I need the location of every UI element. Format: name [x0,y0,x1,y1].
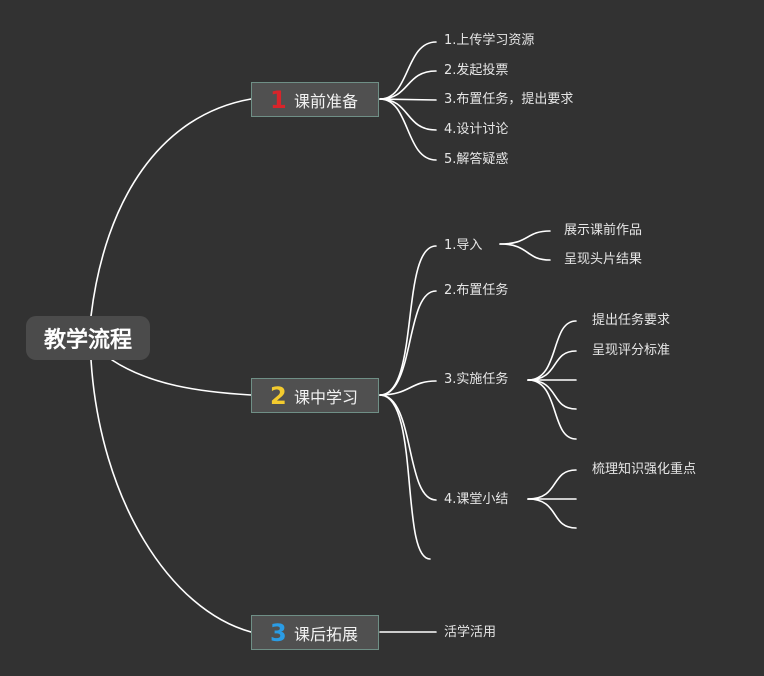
leaf-node[interactable]: 4.课堂小结 [444,492,509,507]
leaf-node[interactable]: 活学活用 [444,625,497,640]
branch-number-1: 1 [270,85,287,114]
sub-leaf-node[interactable]: 梳理知识强化重点 [592,462,697,477]
branch-node-2[interactable]: 2 课中学习 [251,378,379,413]
leaf-node[interactable]: 5.解答疑惑 [444,152,509,167]
leaf-node[interactable]: 2.发起投票 [444,63,509,78]
root-label: 教学流程 [43,328,132,353]
branch-label-3: 课后拓展 [294,624,359,644]
connector-root-branch3 [90,359,252,633]
leaf-node[interactable]: 3.实施任务 [444,372,509,387]
sub-leaf-node[interactable]: 展示课前作品 [564,223,643,238]
branch-node-3[interactable]: 3 课后拓展 [251,615,379,650]
sub-leaf-node[interactable]: 提出任务要求 [592,313,671,328]
branch-label-1: 课前准备 [294,91,359,111]
leaf-node[interactable]: 1.上传学习资源 [444,33,535,48]
sub-leaf-node[interactable]: 呈现头片结果 [564,252,643,267]
leaf-node[interactable]: 2.布置任务 [444,283,509,298]
branch-number-3: 3 [270,618,287,647]
branch-node-1[interactable]: 1 课前准备 [251,82,379,117]
leaf-node[interactable]: 4.设计讨论 [444,122,509,137]
branch-number-2: 2 [270,381,287,410]
root-node[interactable]: 教学流程 [26,316,150,360]
connector-root-branch1 [90,98,252,317]
sub-leaf-node[interactable]: 呈现评分标准 [592,343,671,358]
branch-label-2: 课中学习 [294,387,359,407]
leaf-node[interactable]: 1.导入 [444,238,483,253]
leaf-node[interactable]: 3.布置任务，提出要求 [444,92,574,107]
connector-root-branch2 [111,359,252,396]
